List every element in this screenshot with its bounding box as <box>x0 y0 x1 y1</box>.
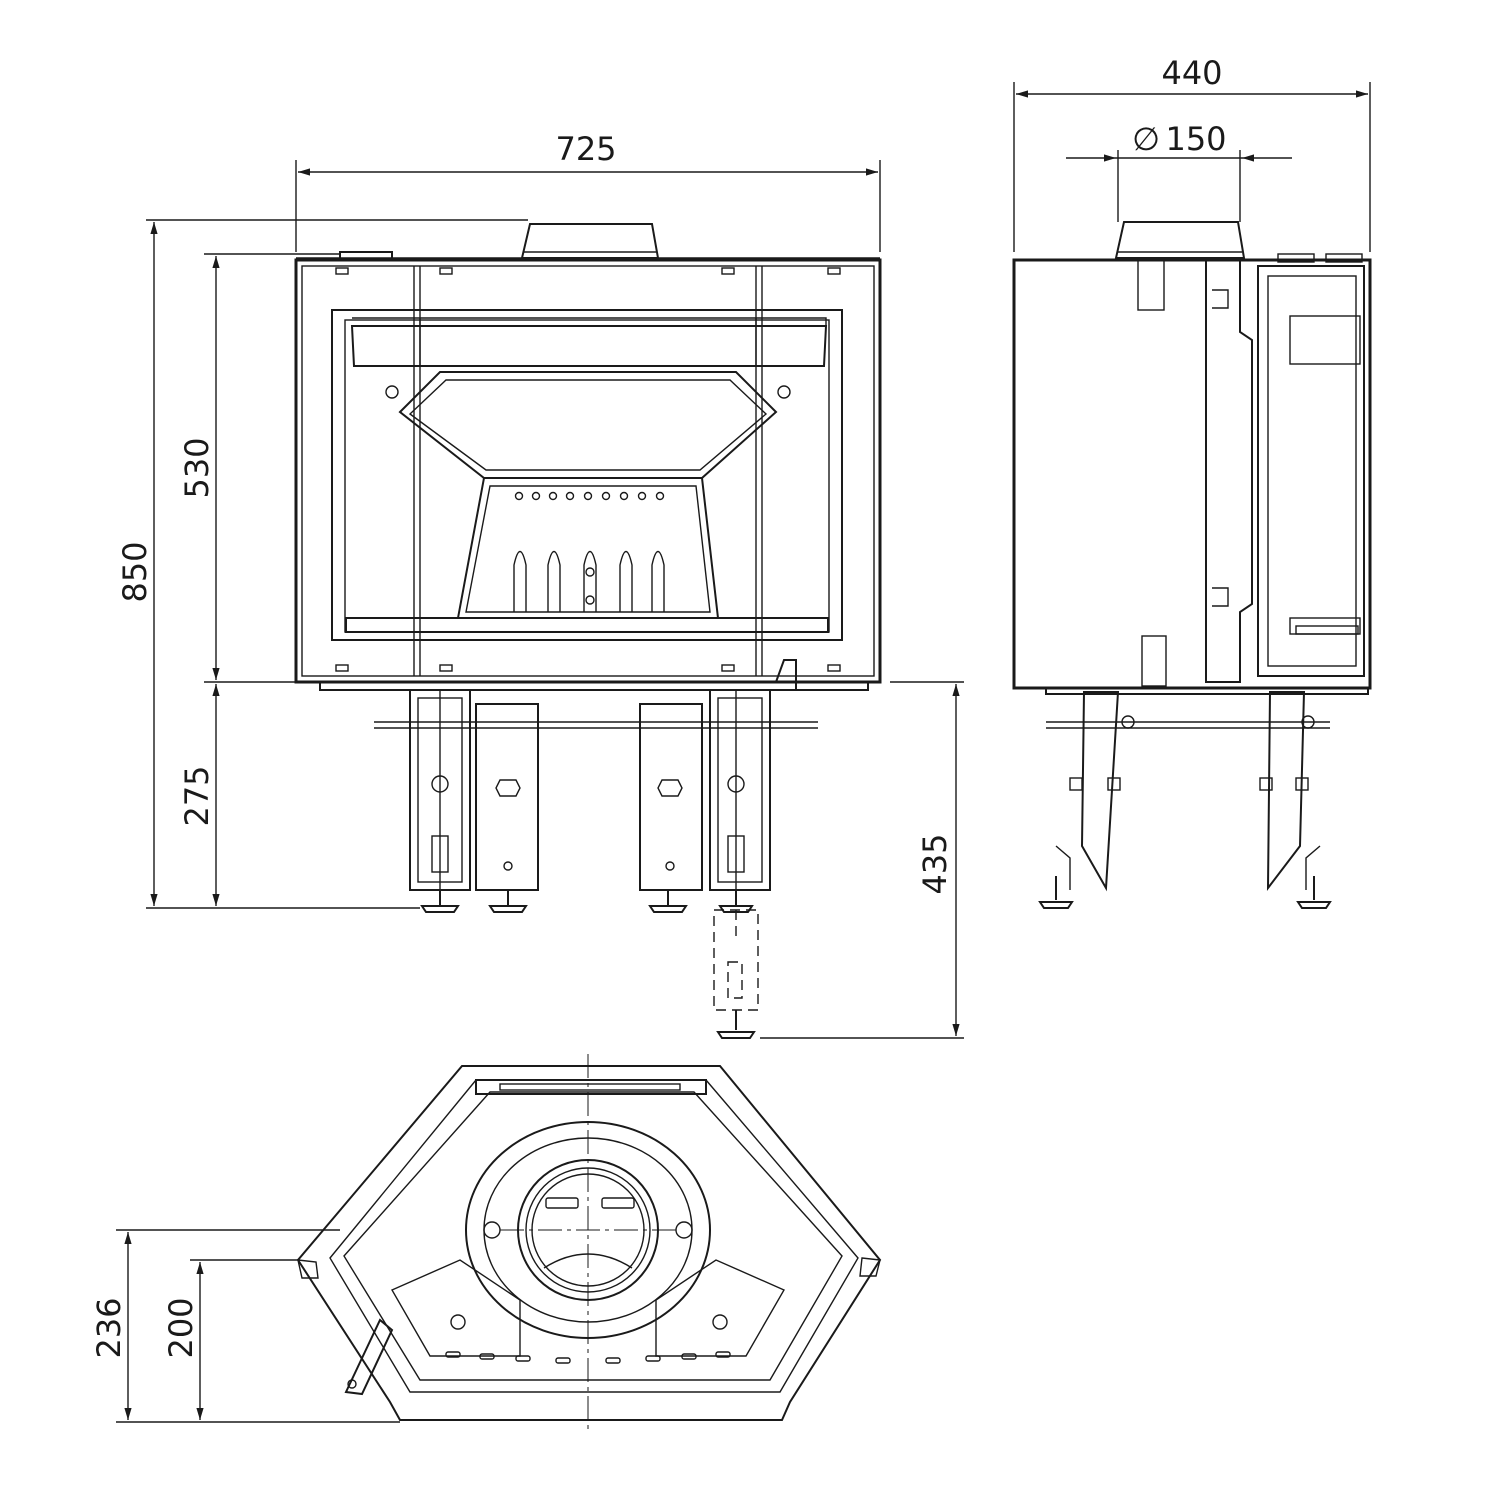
front-leg-3 <box>639 703 703 913</box>
air-holes <box>514 491 665 501</box>
side-body <box>1012 258 1372 690</box>
extended-leg-dashed <box>713 909 759 1039</box>
front-leg-1 <box>409 689 471 913</box>
side-leg-left <box>1080 691 1120 892</box>
plan-view <box>296 1054 882 1432</box>
dimension-lines <box>116 82 1371 1423</box>
dim-front-width: 725 <box>555 130 616 168</box>
dim-leg-height: 275 <box>178 765 216 826</box>
dim-flue-diameter: 150 <box>1165 120 1226 158</box>
grate-ribs <box>513 550 665 612</box>
side-door-profile <box>1205 259 1253 683</box>
side-view <box>1012 221 1372 909</box>
plan-air-slots <box>445 1351 731 1364</box>
front-door-frame <box>331 309 843 641</box>
front-flue-collar <box>520 223 660 259</box>
door-handle <box>775 659 797 690</box>
front-leg-2 <box>475 703 539 913</box>
side-flue-collar <box>1114 221 1246 259</box>
diameter-symbol: ∅ <box>1132 120 1160 158</box>
front-baffle <box>350 325 828 367</box>
dim-total-height: 850 <box>116 541 154 602</box>
dim-plan-depth-outer: 236 <box>90 1297 128 1358</box>
dim-leg-height-extended: 435 <box>916 833 954 894</box>
side-leg-right <box>1266 691 1306 892</box>
dim-side-depth: 440 <box>1161 54 1222 92</box>
front-firebox-hood <box>398 371 778 479</box>
dim-door-height: 530 <box>178 437 216 498</box>
plan-outline-outer <box>296 1065 882 1421</box>
dim-plan-depth-inner: 200 <box>162 1297 200 1358</box>
front-view <box>294 223 882 1039</box>
plan-door-lever <box>344 1318 394 1396</box>
front-leg-4 <box>709 689 771 913</box>
